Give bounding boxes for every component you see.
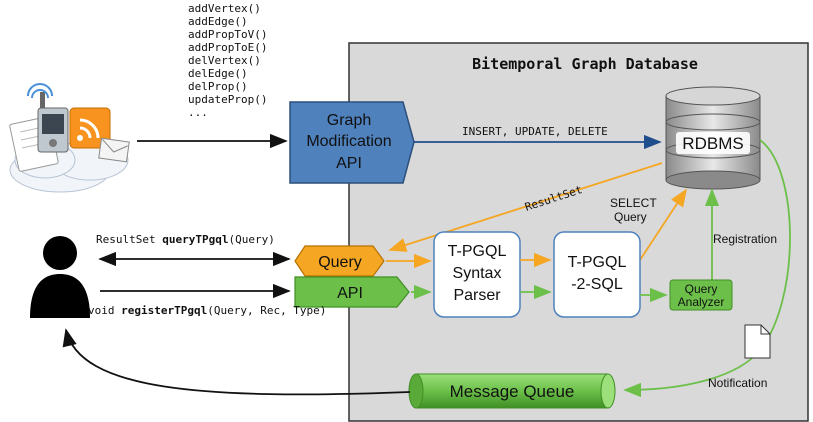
svg-text:Query: Query (685, 282, 718, 296)
devices-icon (9, 83, 130, 193)
api-method: addPropToE() (188, 41, 267, 54)
svg-text:API: API (337, 285, 363, 302)
query-endpoint: Query (294, 245, 385, 277)
svg-text:T-PGQL: T-PGQL (568, 254, 627, 271)
arrow-sql-to-rdbms (639, 188, 687, 261)
notification-label: Notification (708, 376, 767, 390)
svg-text:T-PGQL: T-PGQL (448, 243, 507, 260)
api-method: delVertex() (188, 54, 261, 67)
api-method: addVertex() (188, 2, 261, 15)
message-queue: Message Queue (408, 373, 616, 409)
graph-modification-api: Graph Modification API (289, 101, 415, 184)
svg-text:API: API (336, 155, 362, 172)
svg-text:Query: Query (318, 254, 362, 271)
rdbms-cylinder: RDBMS (665, 86, 761, 190)
document-icon (744, 324, 771, 359)
panel-title: Bitemporal Graph Database (472, 55, 698, 73)
svg-text:-2-SQL: -2-SQL (571, 276, 623, 293)
svg-text:Analyzer: Analyzer (678, 295, 725, 309)
api-method: delProp() (188, 80, 248, 93)
api-method: addEdge() (188, 15, 248, 28)
arrow-queue-to-user (62, 328, 411, 396)
select-label: SELECT (610, 196, 657, 210)
api-method: updateProp() (188, 93, 267, 106)
svg-text:Parser: Parser (453, 287, 501, 304)
svg-text:Modification: Modification (306, 133, 391, 150)
select-query-label: Query (614, 210, 647, 224)
query-signature: ResultSet queryTPgql(Query) (96, 233, 275, 246)
user-icon (30, 236, 90, 318)
insert-update-delete-label: INSERT, UPDATE, DELETE (462, 125, 608, 138)
svg-text:RDBMS: RDBMS (682, 134, 743, 153)
svg-text:Syntax: Syntax (453, 265, 502, 282)
registration-label: Registration (713, 232, 777, 246)
arrow-resultset (388, 162, 663, 252)
register-api-endpoint: API (294, 276, 410, 308)
svg-text:Message Queue: Message Queue (450, 382, 575, 401)
api-method: addPropToV() (188, 28, 267, 41)
query-analyzer-box: Query Analyzer (669, 279, 733, 311)
register-signature: void registerTPgql(Query, Rec, Type) (88, 304, 326, 317)
syntax-parser-box: T-PGQL Syntax Parser (433, 231, 521, 318)
api-method-list: addVertex() addEdge() addPropToV() addPr… (188, 2, 267, 119)
api-method: delEdge() (188, 67, 248, 80)
tpgql-to-sql-box: T-PGQL -2-SQL (553, 231, 641, 318)
svg-text:Graph: Graph (327, 112, 371, 129)
api-method: ... (188, 106, 208, 119)
